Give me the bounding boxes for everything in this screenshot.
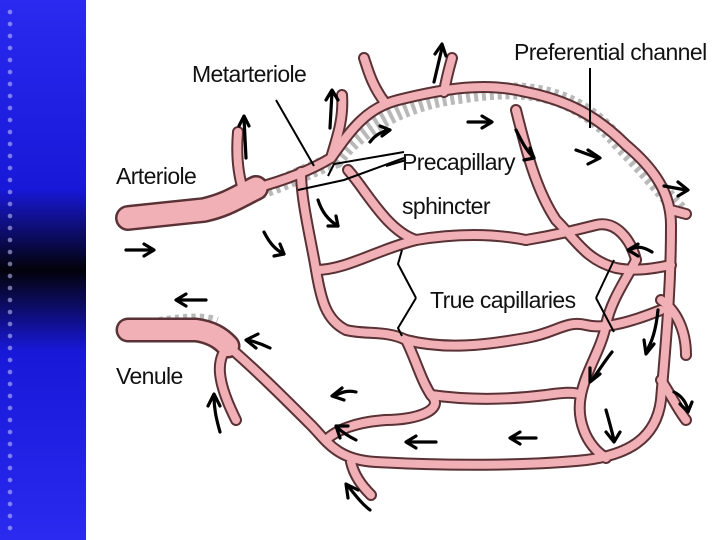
flow-arrow-right-5 <box>588 350 614 384</box>
label-precapillary-line2: sphincter <box>402 193 491 219</box>
flow-arrow-right-1 <box>574 148 602 166</box>
capillary-bed-diagram: Metarteriole Preferential channel Arteri… <box>86 0 720 540</box>
flow-arrow-arteriole-in <box>124 242 156 258</box>
vessel-fills <box>117 54 690 499</box>
blood-flow-arrows <box>124 42 694 512</box>
flow-arrow-curve-2 <box>316 198 340 228</box>
label-venule: Venule <box>116 363 183 389</box>
slide-sidebar <box>0 0 86 540</box>
flow-arrow-bottom-4 <box>330 386 358 402</box>
flow-arrow-bottom-1 <box>508 430 538 446</box>
flow-arrow-sprout-3 <box>432 42 448 84</box>
flow-arrow-bottom-2 <box>404 434 438 450</box>
flow-arrow-top-mid <box>466 114 494 130</box>
label-true-capillaries: True capillaries <box>430 287 576 313</box>
flow-arrow-right-6 <box>604 408 622 444</box>
label-metarteriole: Metarteriole <box>192 61 306 87</box>
flow-arrow-curve-3 <box>262 230 286 258</box>
flow-arrow-left-1 <box>244 332 272 350</box>
flow-arrow-right-4 <box>642 308 660 356</box>
flow-arrow-curve-4 <box>514 128 536 162</box>
flow-arrow-bottom-5 <box>344 482 372 512</box>
flow-arrow-sprout-2 <box>324 88 340 130</box>
flow-arrow-right-3 <box>626 242 654 258</box>
flow-arrow-sprout-1 <box>237 114 251 160</box>
label-leader-lines <box>275 68 615 337</box>
label-arteriole: Arteriole <box>116 163 196 189</box>
flow-arrow-venule-out <box>174 292 208 308</box>
sidebar-dot-pattern <box>4 6 18 536</box>
label-precapillary-line1: Precapillary <box>402 149 516 175</box>
flow-arrow-left-2 <box>206 392 222 434</box>
flow-arrow-curve-1 <box>368 124 392 144</box>
diagram-labels: Metarteriole Preferential channel Arteri… <box>116 39 707 389</box>
flow-arrow-right-7 <box>672 390 694 414</box>
label-preferential-channel: Preferential channel <box>514 39 707 65</box>
flow-arrow-bottom-3 <box>334 424 358 442</box>
flow-arrow-right-2 <box>662 180 690 198</box>
